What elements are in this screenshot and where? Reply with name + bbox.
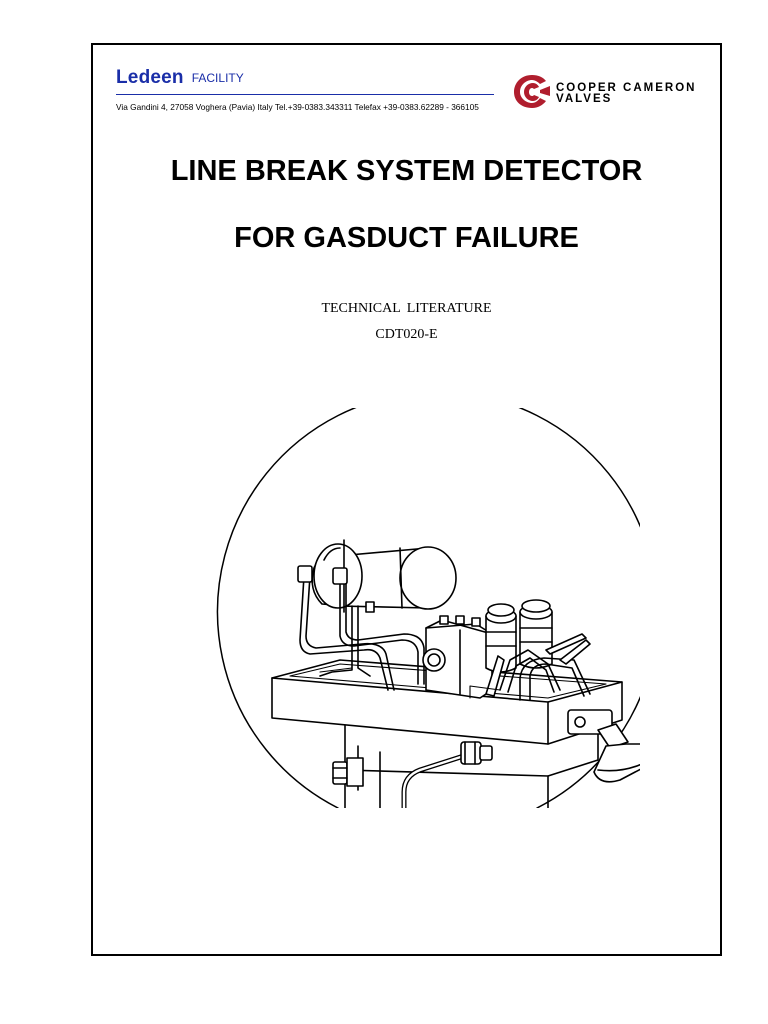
left-bolt [332, 757, 364, 787]
base-detail [319, 667, 501, 699]
pipe-fitting [460, 741, 493, 765]
canister-right [519, 599, 553, 669]
illustration-circle [216, 408, 640, 808]
company-address: Via Gandini 4, 27058 Voghera (Pavia) Ita… [116, 102, 479, 112]
cooper-cameron-logo-icon [514, 75, 550, 108]
control-block [422, 615, 493, 699]
brand-suffix: FACILITY [191, 71, 244, 85]
document-code: CDT020-E [375, 327, 438, 342]
ledeen-logo: Ledeen FACILITY [116, 67, 244, 89]
document-category: TECHNICAL LITERATURE [321, 301, 492, 316]
front-pipe [401, 751, 473, 808]
page-border [91, 43, 722, 956]
partner-name: COOPER CAMERON VALVES [556, 82, 697, 105]
document-title-line2: FOR GASDUCT FAILURE [234, 222, 579, 254]
valve-handle [567, 709, 640, 783]
mounting-tray [271, 659, 623, 745]
device-illustration [216, 408, 640, 808]
partner-line2: VALVES [556, 93, 613, 105]
brand-name: Ledeen [116, 67, 184, 88]
partner-line1: COOPER CAMERON [556, 82, 697, 94]
brackets [365, 601, 591, 697]
sensing-tubes [299, 575, 425, 691]
document-title-line1: LINE BREAK SYSTEM DETECTOR [170, 155, 643, 187]
header-rule [116, 94, 494, 95]
right-piping [499, 649, 591, 701]
tube-clamps [297, 565, 348, 585]
